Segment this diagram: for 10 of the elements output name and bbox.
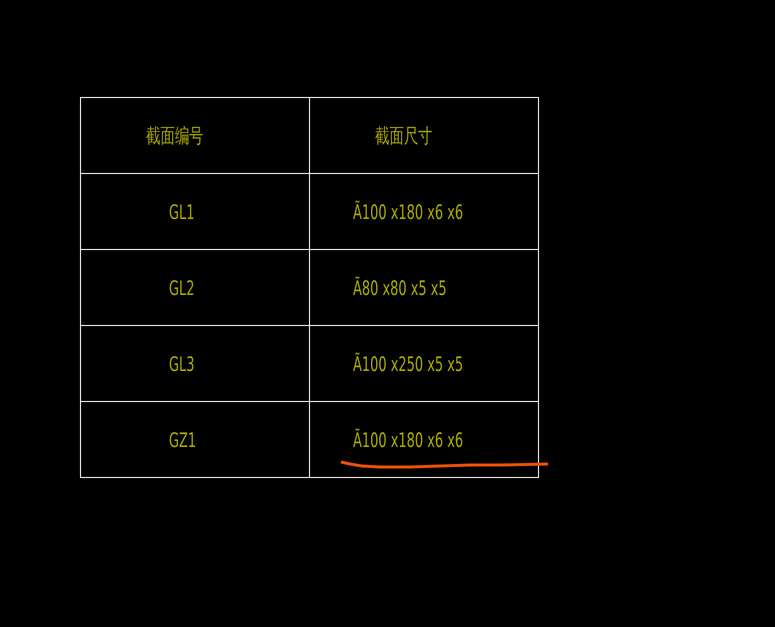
section-size: Ã100 x250 x5 x5 (353, 352, 464, 376)
column-header: 截面编号 (146, 122, 204, 149)
section-id: GZ1 (169, 428, 196, 452)
section-size: Ã80 x80 x5 x5 (353, 276, 447, 300)
column-header: 截面尺寸 (375, 122, 433, 149)
section-id: GL2 (169, 276, 194, 300)
section-id: GL1 (169, 200, 194, 224)
section-size: Ã100 x180 x6 x6 (353, 200, 464, 224)
section-id: GL3 (169, 352, 194, 376)
section-size: Ã100 x180 x6 x6 (353, 428, 464, 452)
